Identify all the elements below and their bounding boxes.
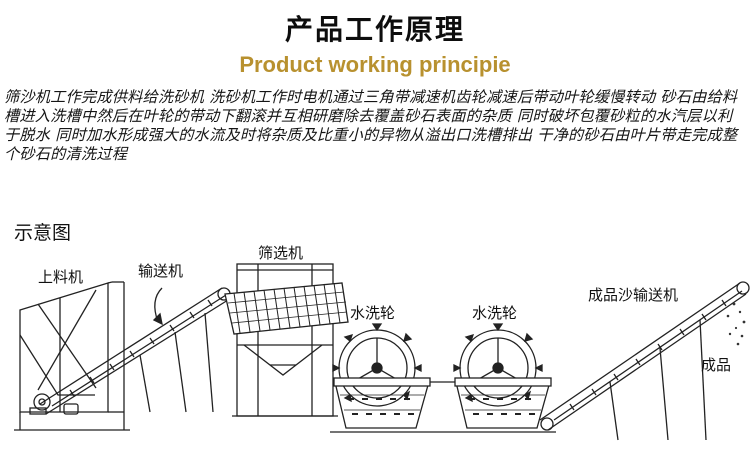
page-title: 产品工作原理 [284,13,465,46]
wash-wheel-1 [332,323,431,429]
screen-mesh [224,282,349,335]
label-product-conveyor: 成品沙输送机 [588,286,678,304]
feed-conveyor [39,287,235,415]
label-feeder: 上料机 [38,268,83,286]
diagram-section-label: 示意图 [14,222,72,244]
product-particles [726,302,746,346]
wash-wheel-2 [453,323,552,429]
product-conveyor [539,281,750,441]
label-wash-wheel-2: 水洗轮 [472,304,517,322]
label-product: 成品 [701,356,731,374]
page-subtitle: Product working principie [239,52,511,77]
label-screen: 筛选机 [258,244,303,262]
label-wash-wheel-1: 水洗轮 [350,304,395,322]
feeder-machine [14,281,130,431]
conveyor-arrow [152,287,163,326]
label-conveyor: 输送机 [138,262,183,280]
process-description: 筛沙机工作完成供料给洗砂机 洗砂机工作时电机通过三角带减速机齿轮减速后带动叶轮缓… [4,88,738,163]
